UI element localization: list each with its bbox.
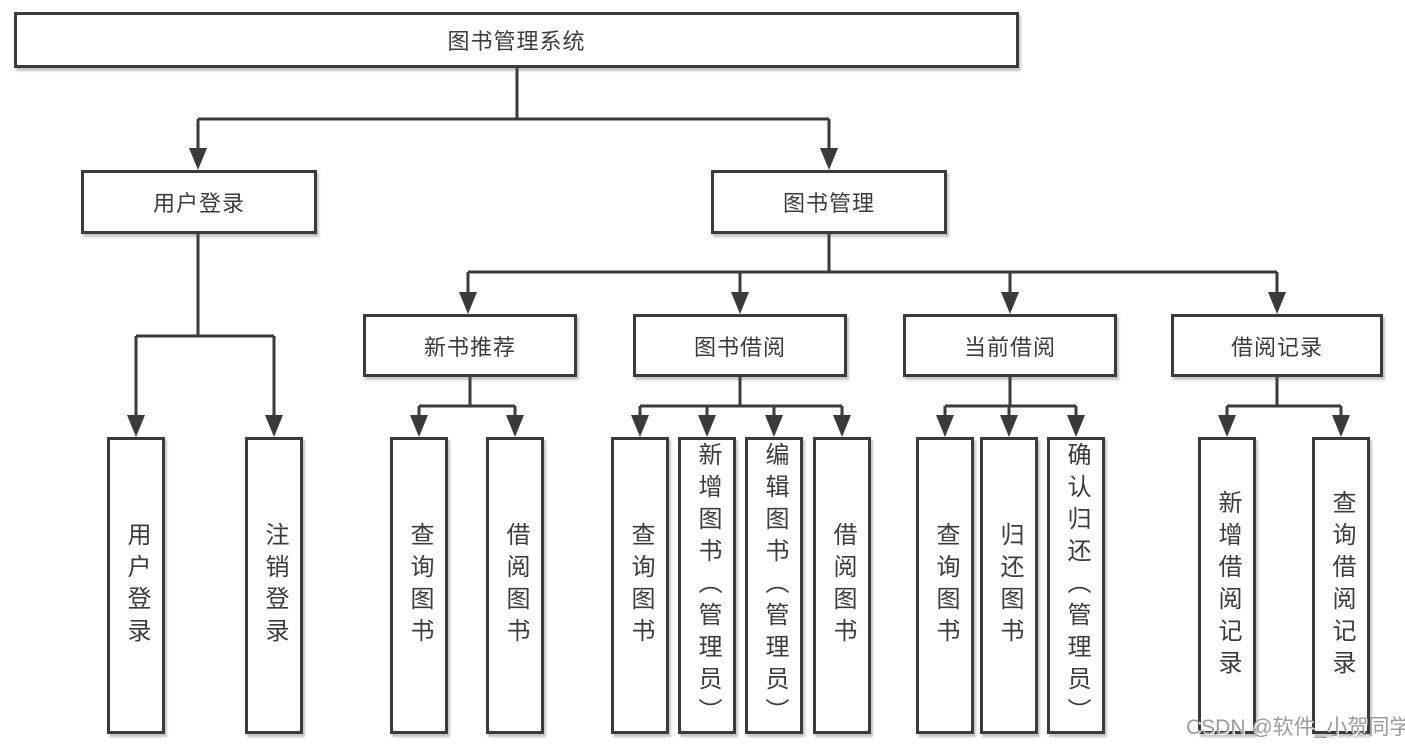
- arrowheads: [127, 148, 1350, 437]
- leaf-query-borrow-record: 查询借阅记录: [1312, 437, 1370, 734]
- node-label: 确认归还（管理员）: [1063, 441, 1090, 730]
- leaf-query-books-current: 查询图书: [916, 437, 974, 734]
- node-new-book-recommend: 新书推荐: [363, 314, 577, 377]
- node-current-borrowing: 当前借阅: [903, 314, 1117, 377]
- node-book-management: 图书管理: [711, 170, 947, 234]
- node-label: 查询图书: [932, 521, 959, 650]
- node-library-management-system: 图书管理系统: [14, 12, 1019, 68]
- node-label: 编辑图书（管理员）: [761, 441, 788, 730]
- node-label: 图书管理系统: [447, 29, 586, 54]
- node-label: 注销登录: [261, 521, 288, 650]
- leaf-add-borrow-record: 新增借阅记录: [1198, 437, 1256, 734]
- node-user-login: 用户登录: [81, 170, 317, 234]
- leaf-edit-book-admin: 编辑图书（管理员）: [745, 437, 803, 734]
- node-label: 借阅记录: [1230, 334, 1323, 360]
- node-label: 归还图书: [996, 521, 1023, 650]
- leaf-logout: 注销登录: [245, 437, 303, 734]
- node-borrowing-records: 借阅记录: [1171, 314, 1383, 377]
- node-label: 用户登录: [123, 521, 150, 650]
- node-label: 借阅图书: [502, 521, 529, 650]
- node-label: 新书推荐: [423, 334, 516, 360]
- leaf-confirm-return-admin: 确认归还（管理员）: [1047, 437, 1105, 734]
- leaf-borrow-books-recommend: 借阅图书: [486, 437, 544, 734]
- node-book-borrowing: 图书借阅: [633, 314, 847, 377]
- leaf-add-book-admin: 新增图书（管理员）: [678, 437, 736, 734]
- node-label: 查询图书: [627, 521, 654, 650]
- csdn-watermark: CSDN @软件_小贺同学: [1186, 716, 1405, 739]
- leaf-user-login: 用户登录: [107, 437, 165, 734]
- node-label: 借阅图书: [829, 521, 856, 650]
- leaf-borrow-books-borrowing: 借阅图书: [813, 437, 871, 734]
- node-label: 用户登录: [152, 191, 245, 216]
- node-label: 图书管理: [782, 191, 875, 216]
- node-label: 新增借阅记录: [1214, 489, 1241, 682]
- leaf-return-book: 归还图书: [980, 437, 1038, 734]
- node-label: 查询借阅记录: [1328, 489, 1355, 682]
- node-label: 图书借阅: [693, 334, 786, 360]
- leaf-query-books-borrowing: 查询图书: [611, 437, 669, 734]
- node-label: 新增图书（管理员）: [694, 441, 721, 730]
- node-label: 当前借阅: [963, 334, 1056, 360]
- leaf-query-books-recommend: 查询图书: [390, 437, 448, 734]
- node-label: 查询图书: [406, 521, 433, 650]
